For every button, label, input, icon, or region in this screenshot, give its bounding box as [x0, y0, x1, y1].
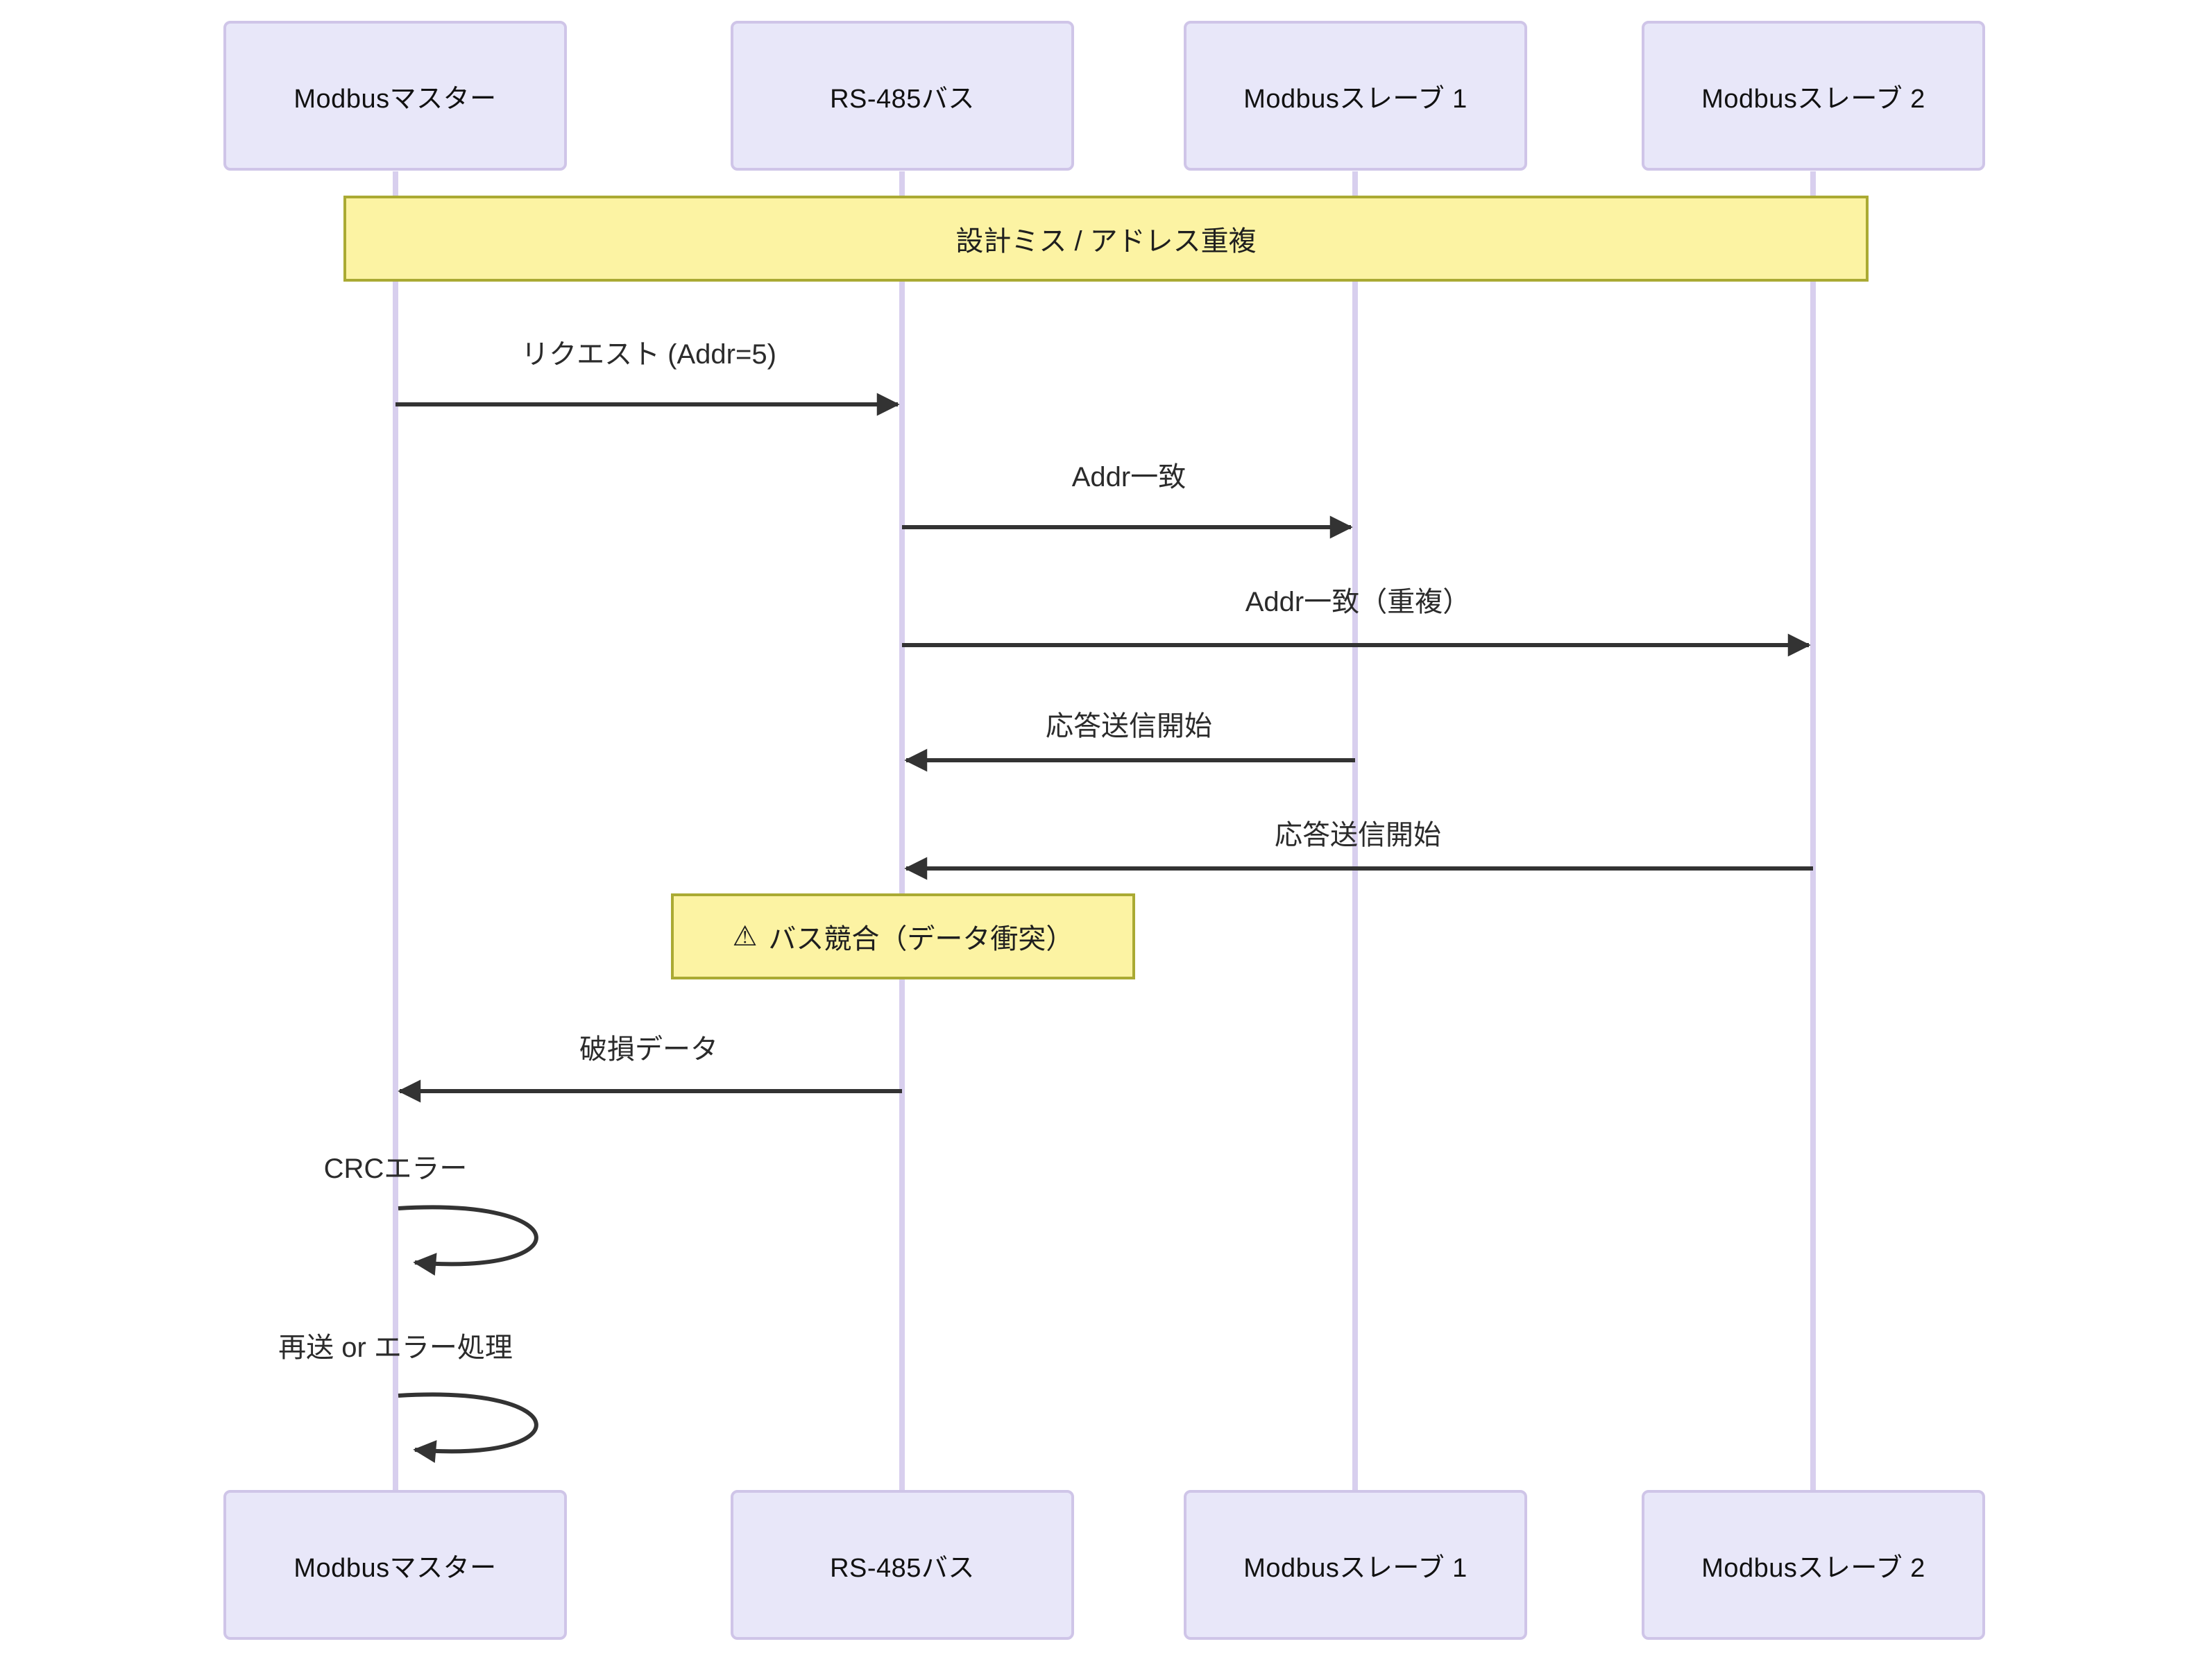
actor-top-modbus-slave1: Modbusスレーブ 1	[1184, 21, 1527, 171]
message-label-addr-match: Addr一致	[1071, 462, 1186, 492]
actor-label: Modbusスレーブ 2	[1701, 84, 1925, 114]
actor-bottom-modbus-slave1: Modbusスレーブ 1	[1184, 1490, 1527, 1640]
actor-bottom-rs485-bus: RS-485バス	[731, 1490, 1074, 1640]
self-loop-retry	[398, 1392, 538, 1463]
actor-label: Modbusスレーブ 2	[1701, 1553, 1925, 1583]
actor-label: Modbusマスター	[293, 1553, 497, 1583]
message-label-addr-match-duplicate: Addr一致（重複）	[1245, 587, 1471, 617]
actor-top-modbus-master: Modbusマスター	[223, 21, 567, 171]
self-loop-crc-error	[398, 1205, 538, 1276]
actor-top-modbus-slave2: Modbusスレーブ 2	[1642, 21, 1985, 171]
actor-top-rs485-bus: RS-485バス	[731, 21, 1074, 171]
warning-icon: ⚠	[732, 921, 758, 952]
message-label-response-start-2: 応答送信開始	[1275, 820, 1441, 850]
actor-bottom-modbus-master: Modbusマスター	[223, 1490, 567, 1640]
actor-label: RS-485バス	[830, 1553, 975, 1583]
actor-label: Modbusスレーブ 1	[1243, 1553, 1467, 1583]
actor-label: Modbusマスター	[293, 84, 497, 114]
message-label-corrupted-data: 破損データ	[579, 1034, 718, 1065]
note-text: バス競合（データ衝突）	[768, 924, 1074, 954]
message-label-response-start-1: 応答送信開始	[1046, 711, 1212, 742]
note-design-mistake: 設計ミス / アドレス重複	[343, 196, 1869, 282]
message-label-retry-or-error: 再送 or エラー処理	[278, 1333, 513, 1363]
note-bus-contention: ⚠ バス競合（データ衝突）	[671, 893, 1135, 979]
note-text: 設計ミス / アドレス重複	[955, 226, 1257, 257]
actor-bottom-modbus-slave2: Modbusスレーブ 2	[1642, 1490, 1985, 1640]
actor-label: Modbusスレーブ 1	[1243, 84, 1467, 114]
message-label-crc-error: CRCエラー	[323, 1154, 468, 1184]
actor-label: RS-485バス	[830, 84, 975, 114]
message-label-request-addr5: リクエスト (Addr=5)	[521, 339, 776, 370]
